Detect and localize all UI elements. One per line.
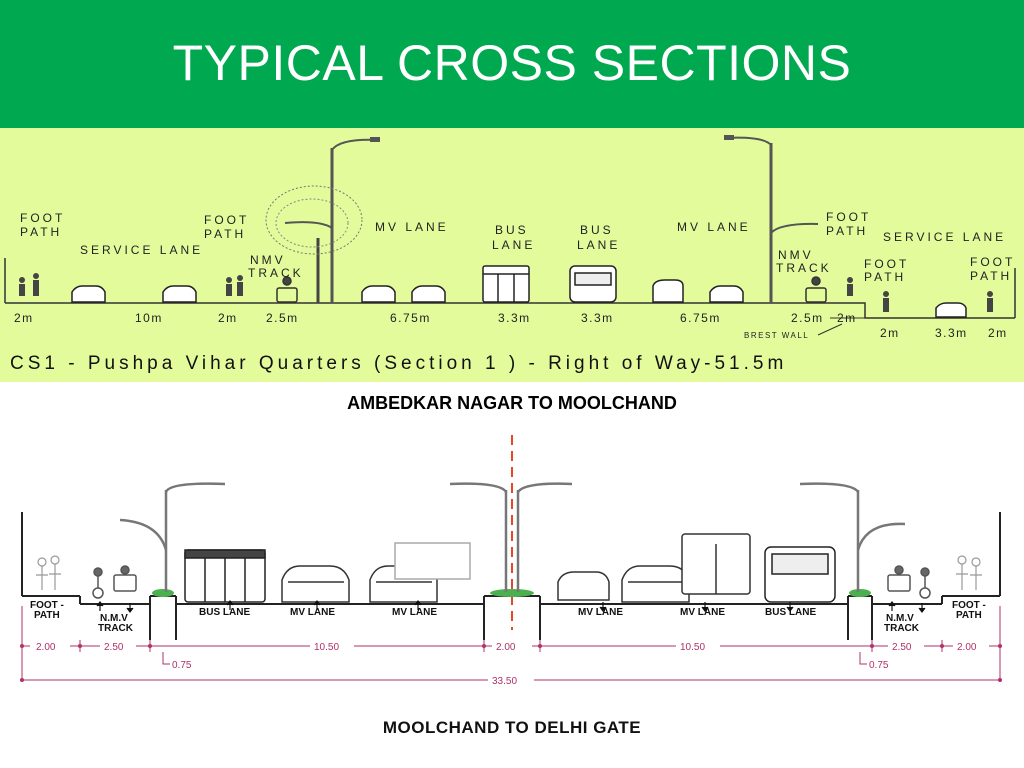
label-bus-lane-left-1: BUS [495,223,529,237]
label2-foot-path-left-1: FOOT - [30,600,64,611]
section2-dimensions: 2.00 2.50 0.75 10.50 2.00 10.50 0.75 2.5… [20,606,1002,687]
dim2-nmv-left: 2.50 [104,642,124,653]
dim2-sep-left: 0.75 [172,660,192,671]
dim-6: 3.3m [498,311,531,325]
section1-title: CS1 - Pushpa Vihar Quarters (Section 1 )… [10,353,787,374]
label2-nmv-right-2: TRACK [884,623,920,634]
label2-nmv-right-1: N.M.V [886,613,914,624]
dim-9: 2.5m [791,311,824,325]
label-bus-lane-right-1: BUS [580,223,614,237]
page-title: TYPICAL CROSS SECTIONS [172,35,852,91]
dim2-nmv-right: 2.50 [892,642,912,653]
label-foot-path-right-upper-1: FOOT [826,210,871,224]
label-bus-lane-left-2: LANE [492,238,535,252]
label2-mv-lane-3: MV LANE [578,607,623,618]
dim-4: 2.5m [266,311,299,325]
pedestrian-icon [19,273,993,312]
cross-section-2-diagram: FOOT - PATH N.M.V TRACK BUS LANE MV LANE… [20,435,1002,687]
label-foot-path-right-lower-1: FOOT [864,257,909,271]
header-bar: TYPICAL CROSS SECTIONS [0,0,1024,128]
label-mv-lane-right: MV LANE [677,220,751,234]
dim2-foot-right: 2.00 [957,642,977,653]
dim-7: 3.3m [581,311,614,325]
label-service-lane-left: SERVICE LANE [80,243,203,257]
label2-mv-lane-4: MV LANE [680,607,725,618]
label2-foot-path-right-2: PATH [956,610,982,621]
label-nmv-right-2: TRACK [776,261,832,275]
median-greenery [152,589,871,597]
label-mv-lane-left: MV LANE [375,220,449,234]
label-foot-path-right-upper-2: PATH [826,224,868,238]
label-foot-path-mid-1: FOOT [204,213,249,227]
section2-labels: FOOT - PATH N.M.V TRACK BUS LANE MV LANE… [30,600,986,634]
label-nmv-right-1: NMV [778,248,814,262]
bus-icon [482,265,617,303]
caption-moolchand-delhi-gate: MOOLCHAND TO DELHI GATE [382,718,642,737]
section1-labels: FOOT PATH SERVICE LANE FOOT PATH NMV TRA… [20,210,1015,340]
bus-icon [184,549,266,603]
bus-icon-right [764,546,836,603]
dim-13: 2m [988,326,1008,340]
lane-arrow-icon [96,600,926,613]
label2-mv-lane-2: MV LANE [392,607,437,618]
section1-dimensions: 2m 10m 2m 2.5m 6.75m 3.3m 3.3m 6.75m 2.5… [14,311,1008,340]
label-foot-path-far-right-1: FOOT [970,255,1015,269]
label2-bus-lane-left: BUS LANE [199,607,250,618]
label-bus-lane-right-2: LANE [577,238,620,252]
label-foot-path-right-lower-2: PATH [864,270,906,284]
dim-11: 2m [880,326,900,340]
dim-8: 6.75m [680,311,721,325]
caption-ambedkar-nagar: AMBEDKAR NAGAR TO MOOLCHAND [347,393,677,413]
dim-5: 6.75m [390,311,431,325]
street-light-right [724,135,819,303]
dim2-foot-left: 2.00 [36,642,56,653]
ground-line [5,302,1015,319]
label2-bus-lane-right: BUS LANE [765,607,816,618]
label-brest-wall: BREST WALL [744,331,809,340]
dim2-total: 33.50 [492,676,517,687]
label-foot-path-left-1: FOOT [20,211,65,225]
street-light-left [284,137,381,303]
dim-10: 2m [837,311,857,325]
tree-icon [265,185,363,303]
car-icon-right [557,533,751,603]
cyclist-icon [276,276,827,303]
label-foot-path-far-right-2: PATH [970,269,1012,283]
label2-foot-path-right-1: FOOT - [952,600,986,611]
dim2-sep-right: 0.75 [869,660,889,671]
label2-nmv-left-2: TRACK [98,623,134,634]
car-icon [281,542,471,603]
dim2-carriage-right: 10.50 [680,642,705,653]
label2-mv-lane-1: MV LANE [290,607,335,618]
street-light-icon [119,482,906,592]
label-nmv-left-1: NMV [250,253,286,267]
dim-12: 3.3m [935,326,968,340]
dim-2: 10m [135,311,163,325]
label-nmv-left-2: TRACK [248,266,304,280]
car-icon [71,279,967,318]
pedestrian-icon [36,555,982,590]
label-foot-path-mid-2: PATH [204,227,246,241]
dim2-median: 2.00 [496,642,516,653]
cyclist-icon [92,565,931,599]
cross-section-1-panel: FOOT PATH SERVICE LANE FOOT PATH NMV TRA… [0,128,1024,382]
label-foot-path-left-2: PATH [20,225,62,239]
dim-1: 2m [14,311,34,325]
cross-section-1-diagram: FOOT PATH SERVICE LANE FOOT PATH NMV TRA… [4,135,1016,374]
label2-nmv-left-1: N.M.V [100,613,128,624]
dim2-carriage-left: 10.50 [314,642,339,653]
label2-foot-path-left-2: PATH [34,610,60,621]
dim-3: 2m [218,311,238,325]
label-service-lane-right: SERVICE LANE [883,230,1006,244]
